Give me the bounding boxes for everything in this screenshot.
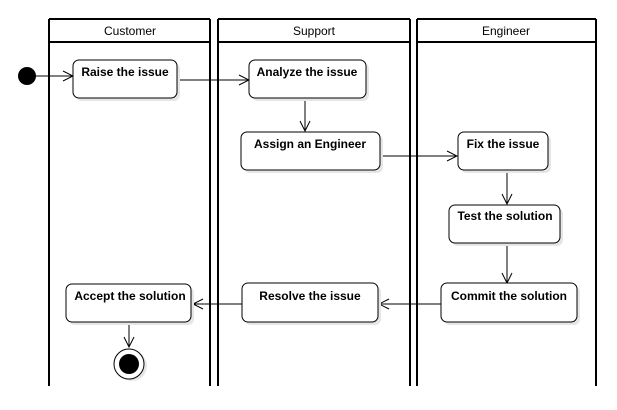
- node-label: Fix the issue: [467, 137, 540, 151]
- node-label: Test the solution: [457, 209, 552, 223]
- node-assign-an-engineer: Assign an Engineer: [240, 131, 383, 173]
- lane-title-support: Support: [293, 24, 336, 38]
- lane-engineer: Engineer: [416, 18, 597, 386]
- node-analyze-the-issue: Analyze the issue: [248, 59, 369, 101]
- node-label: Resolve the issue: [259, 289, 361, 303]
- end-node: [113, 348, 147, 381]
- start-node: [18, 67, 36, 85]
- node-label: Accept the solution: [74, 289, 185, 303]
- node-accept-the-solution: Accept the solution: [65, 283, 194, 325]
- node-test-the-solution: Test the solution: [448, 204, 563, 246]
- node-label: Raise the issue: [81, 65, 169, 79]
- node-label: Analyze the issue: [257, 65, 358, 79]
- edges: [36, 76, 507, 347]
- lane-title-customer: Customer: [104, 24, 156, 38]
- lane-title-engineer: Engineer: [482, 24, 530, 38]
- node-label: Commit the solution: [451, 289, 567, 303]
- node-label: Assign an Engineer: [254, 137, 366, 151]
- node-fix-the-issue: Fix the issue: [457, 131, 551, 173]
- node-resolve-the-issue: Resolve the issue: [241, 282, 381, 325]
- node-commit-the-solution: Commit the solution: [440, 282, 580, 325]
- node-raise-the-issue: Raise the issue: [72, 59, 180, 101]
